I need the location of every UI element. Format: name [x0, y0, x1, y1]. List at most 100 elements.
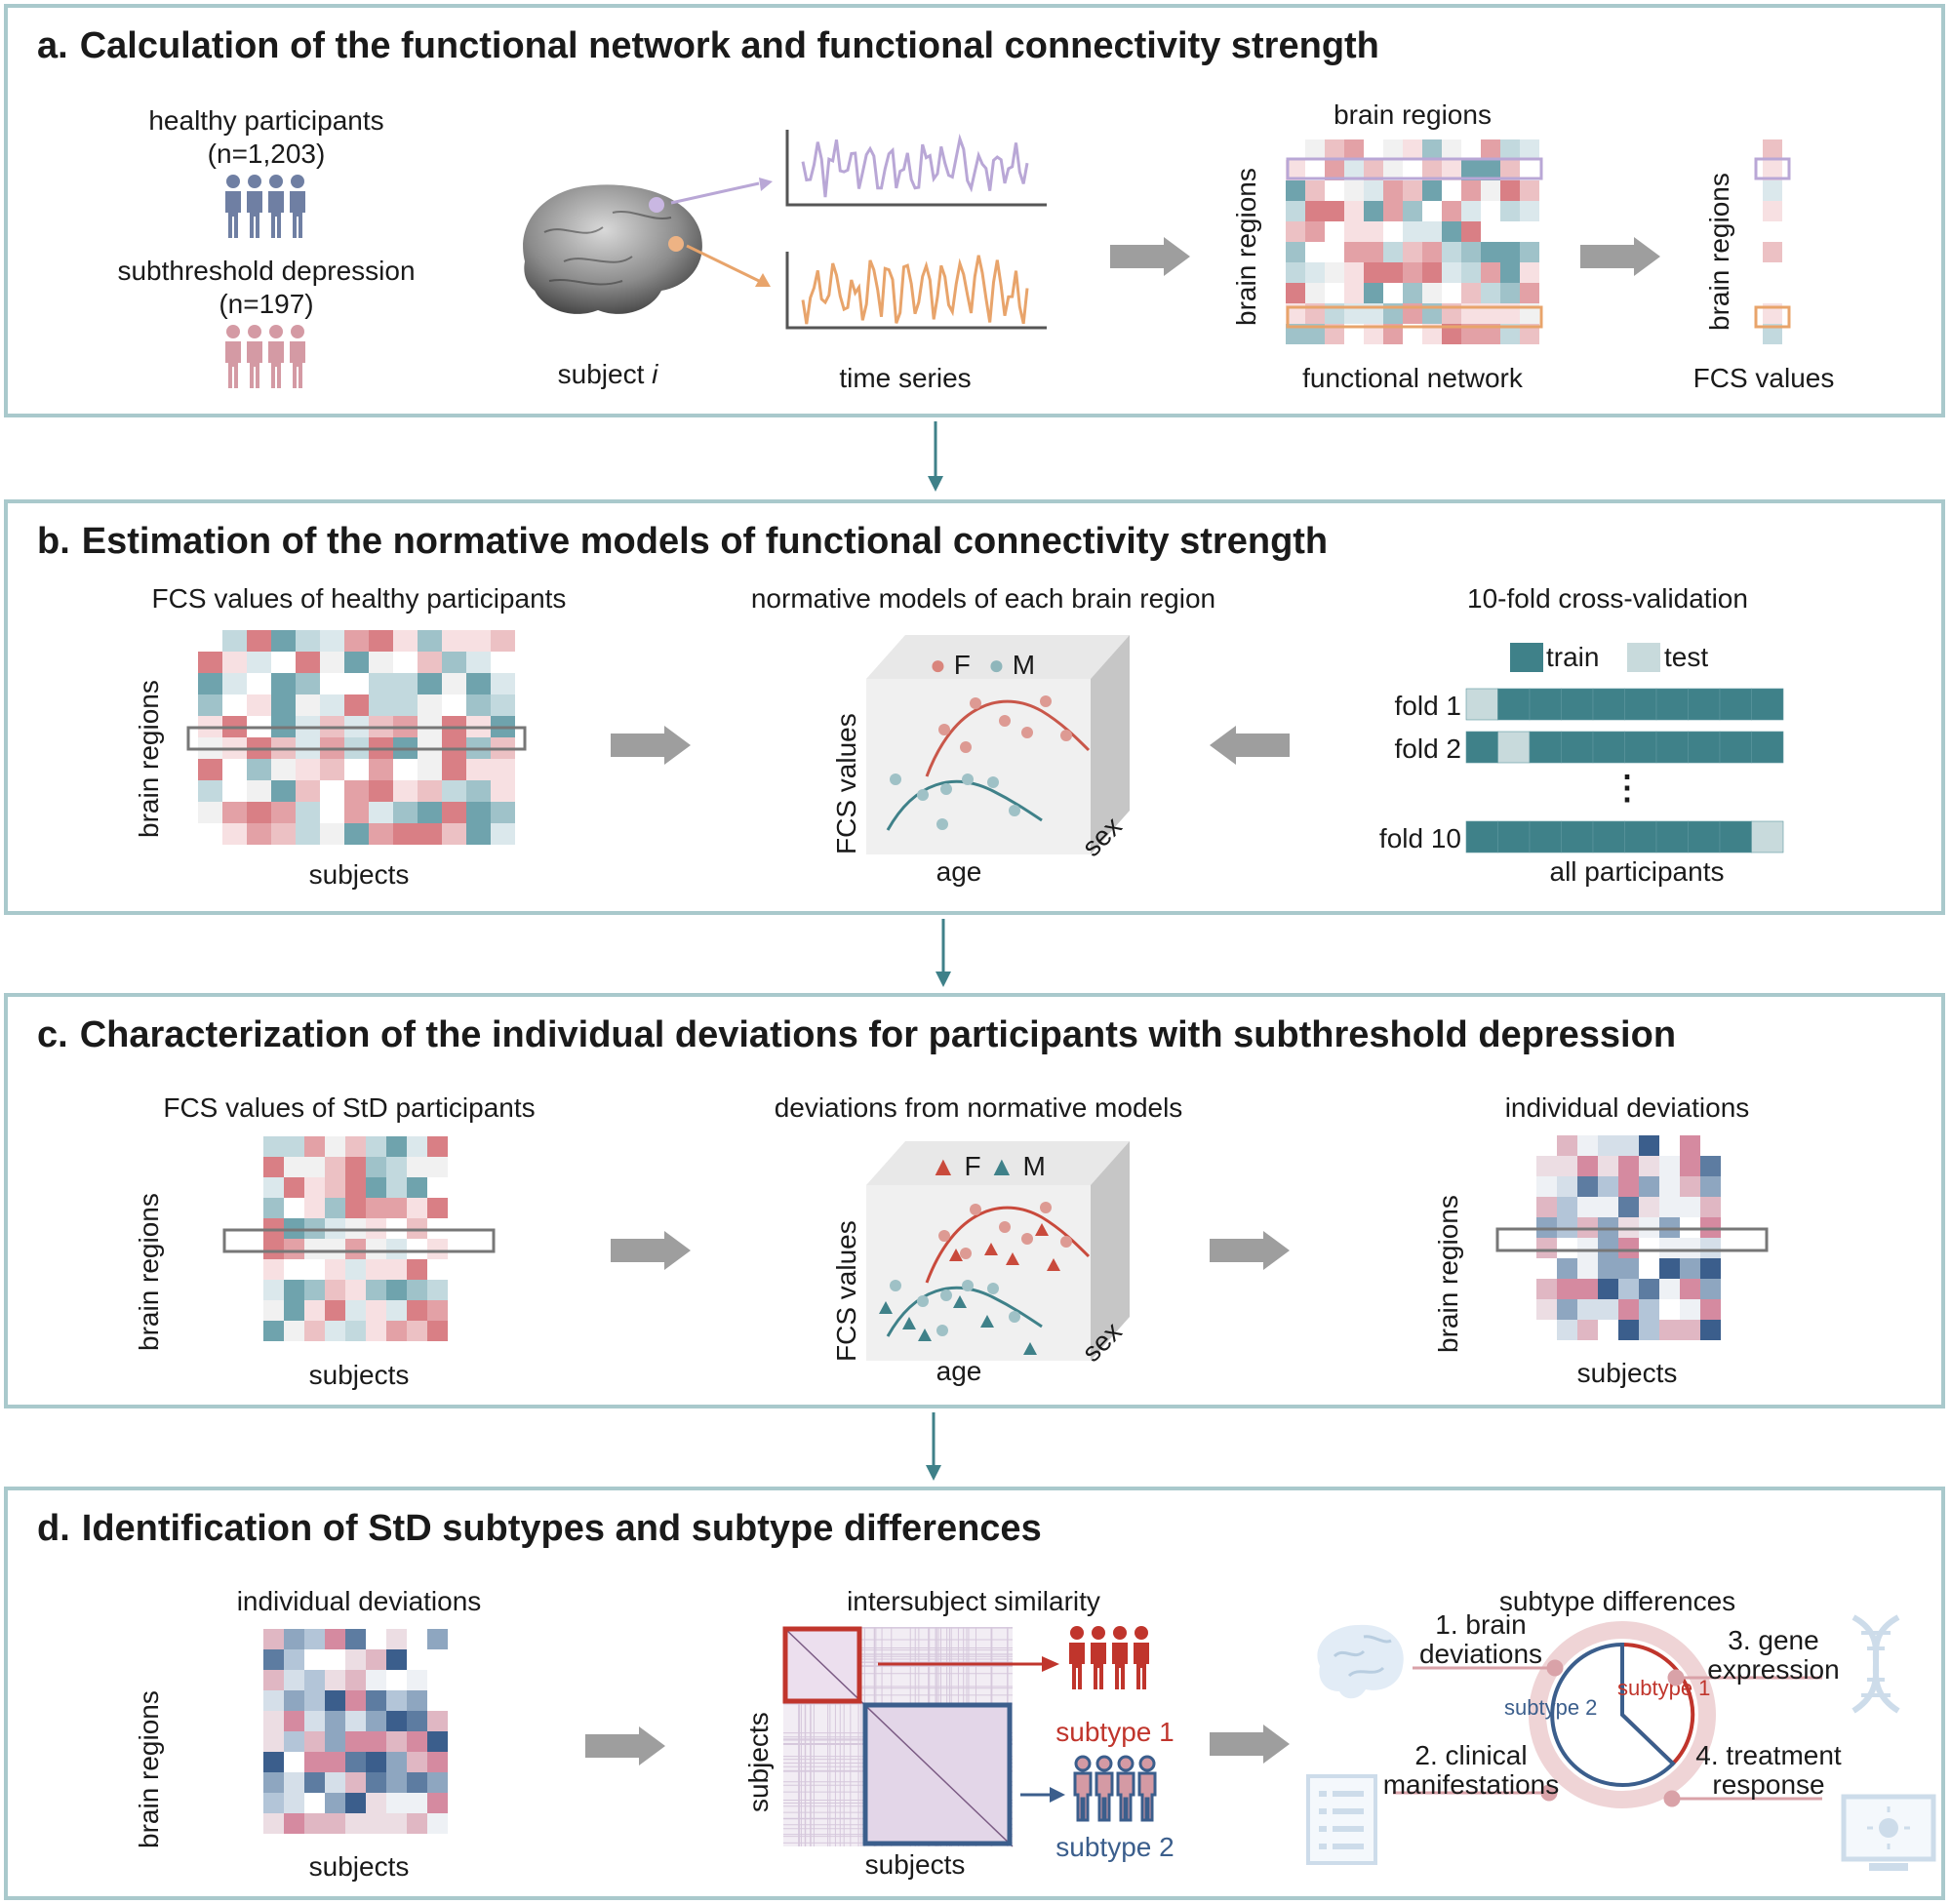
heatmap-cell	[386, 1280, 407, 1300]
panel-c: c.Characterization of the individual dev…	[4, 993, 1945, 1408]
heatmap-cell	[271, 630, 296, 652]
heatmap-cell	[427, 1690, 448, 1711]
heatmap-cell	[1536, 1156, 1557, 1176]
heatmap-cell	[386, 1690, 407, 1711]
heatmap-cell	[345, 1198, 366, 1218]
heatmap-cell	[1577, 1299, 1598, 1320]
heatmap-cell	[393, 823, 418, 845]
heatmap-cell	[1639, 1258, 1659, 1279]
heatmap-cell	[386, 1731, 407, 1752]
deviations-label: deviations from normative models	[774, 1092, 1183, 1123]
heatmap-cell	[1364, 242, 1383, 262]
heatmap-cell	[1557, 1299, 1577, 1320]
roi-arrows	[670, 178, 773, 287]
train-segment	[1655, 688, 1689, 721]
yaxis-b: FCS values	[831, 713, 861, 854]
heatmap-cell	[345, 1321, 366, 1341]
heatmap-cell	[296, 823, 320, 845]
heatmap-cell	[1577, 1238, 1598, 1258]
arrow-a1	[1110, 237, 1190, 276]
heatmap-cell	[263, 1772, 284, 1793]
heatmap-cell	[407, 1198, 427, 1218]
person-head	[1117, 1755, 1135, 1772]
heatmap-cell	[304, 1629, 325, 1649]
heatmap-cell	[1577, 1258, 1598, 1279]
heatmap-cell	[263, 1731, 284, 1752]
fold2-bar	[1465, 731, 1784, 764]
heatmap-cell	[1700, 1197, 1721, 1217]
heatmap-cell	[1700, 1176, 1721, 1197]
heatmap-cell	[284, 1157, 304, 1177]
train-segment	[1751, 688, 1784, 721]
heatmap-cell	[222, 630, 247, 652]
heatmap-cell	[1286, 283, 1305, 303]
heatmap-cell	[1520, 160, 1539, 180]
heatmap-cell	[284, 1280, 304, 1300]
heatmap-cell	[407, 1177, 427, 1198]
person-body	[268, 191, 284, 238]
train-segment	[1529, 731, 1562, 764]
heatmap-cell	[325, 1813, 345, 1834]
heatmap-cell	[418, 759, 442, 780]
heatmap-cell	[1700, 1238, 1721, 1258]
train-segment	[1529, 820, 1562, 853]
heatmap-cell	[325, 1239, 345, 1259]
heatmap-cell	[1461, 262, 1481, 283]
heatmap-cell	[345, 1239, 366, 1259]
heatmap-cell	[442, 673, 466, 694]
person-head	[1074, 1755, 1092, 1772]
heatmap-cell	[466, 780, 491, 802]
heatmap-cell	[1520, 180, 1539, 201]
heatmap-cell	[1383, 242, 1403, 262]
d2-line2: manifestations	[1382, 1769, 1560, 1800]
heatmap-cell	[393, 673, 418, 694]
heatmap-cell	[1422, 324, 1442, 344]
heatmap-cell	[1325, 283, 1344, 303]
heatmap-cell	[1364, 139, 1383, 160]
heatmap-cell	[1305, 201, 1325, 221]
heatmap-cell	[466, 673, 491, 694]
heatmap-cell	[263, 1752, 284, 1772]
heatmap-cell	[1700, 1135, 1721, 1156]
female-point	[938, 724, 950, 735]
heatmap-cell	[247, 823, 271, 845]
heatmap-cell	[284, 1177, 304, 1198]
female-point	[999, 1221, 1011, 1233]
heatmap-cell	[1403, 180, 1422, 201]
heatmap-cell	[320, 823, 344, 845]
heatmap-cell	[296, 652, 320, 673]
heatmap-cell	[1557, 1279, 1577, 1299]
heatmap-cell	[1461, 221, 1481, 242]
normative-label: normative models of each brain region	[750, 583, 1216, 614]
brain-regions-b: brain regions	[134, 680, 164, 838]
person-body	[290, 191, 305, 238]
xaxis-b: age	[936, 856, 982, 887]
male-point	[917, 789, 929, 801]
heatmap-cell	[296, 673, 320, 694]
heatmap-cell	[1461, 201, 1481, 221]
heatmap-cell	[386, 1198, 407, 1218]
checklist-icon	[1306, 1774, 1377, 1865]
heatmap-cell	[296, 802, 320, 823]
female-point	[970, 1204, 981, 1215]
d3-line2: expression	[1707, 1654, 1840, 1685]
panel-title-text: Identification of StD subtypes and subty…	[81, 1508, 1042, 1549]
heatmap-cell	[418, 780, 442, 802]
heatmap-cell	[1763, 283, 1782, 303]
heatmap-cell	[1700, 1299, 1721, 1320]
panel-a-title: a.Calculation of the functional network …	[37, 25, 1379, 67]
std-n: (n=197)	[219, 289, 314, 319]
heatmap-cell	[407, 1670, 427, 1690]
heatmap-cell	[366, 1752, 386, 1772]
monitor-icon	[1841, 1794, 1936, 1871]
heatmap-cell	[1305, 180, 1325, 201]
heatmap-cell	[1639, 1156, 1659, 1176]
heatmap-cell	[320, 652, 344, 673]
subjects-c: subjects	[308, 1360, 410, 1390]
heatmap-cell	[1461, 160, 1481, 180]
heatmap-cell	[271, 759, 296, 780]
heatmap-cell	[247, 780, 271, 802]
yaxis-c: FCS values	[831, 1220, 861, 1362]
heatmap-cell	[1344, 160, 1364, 180]
female-triangle	[984, 1243, 998, 1255]
